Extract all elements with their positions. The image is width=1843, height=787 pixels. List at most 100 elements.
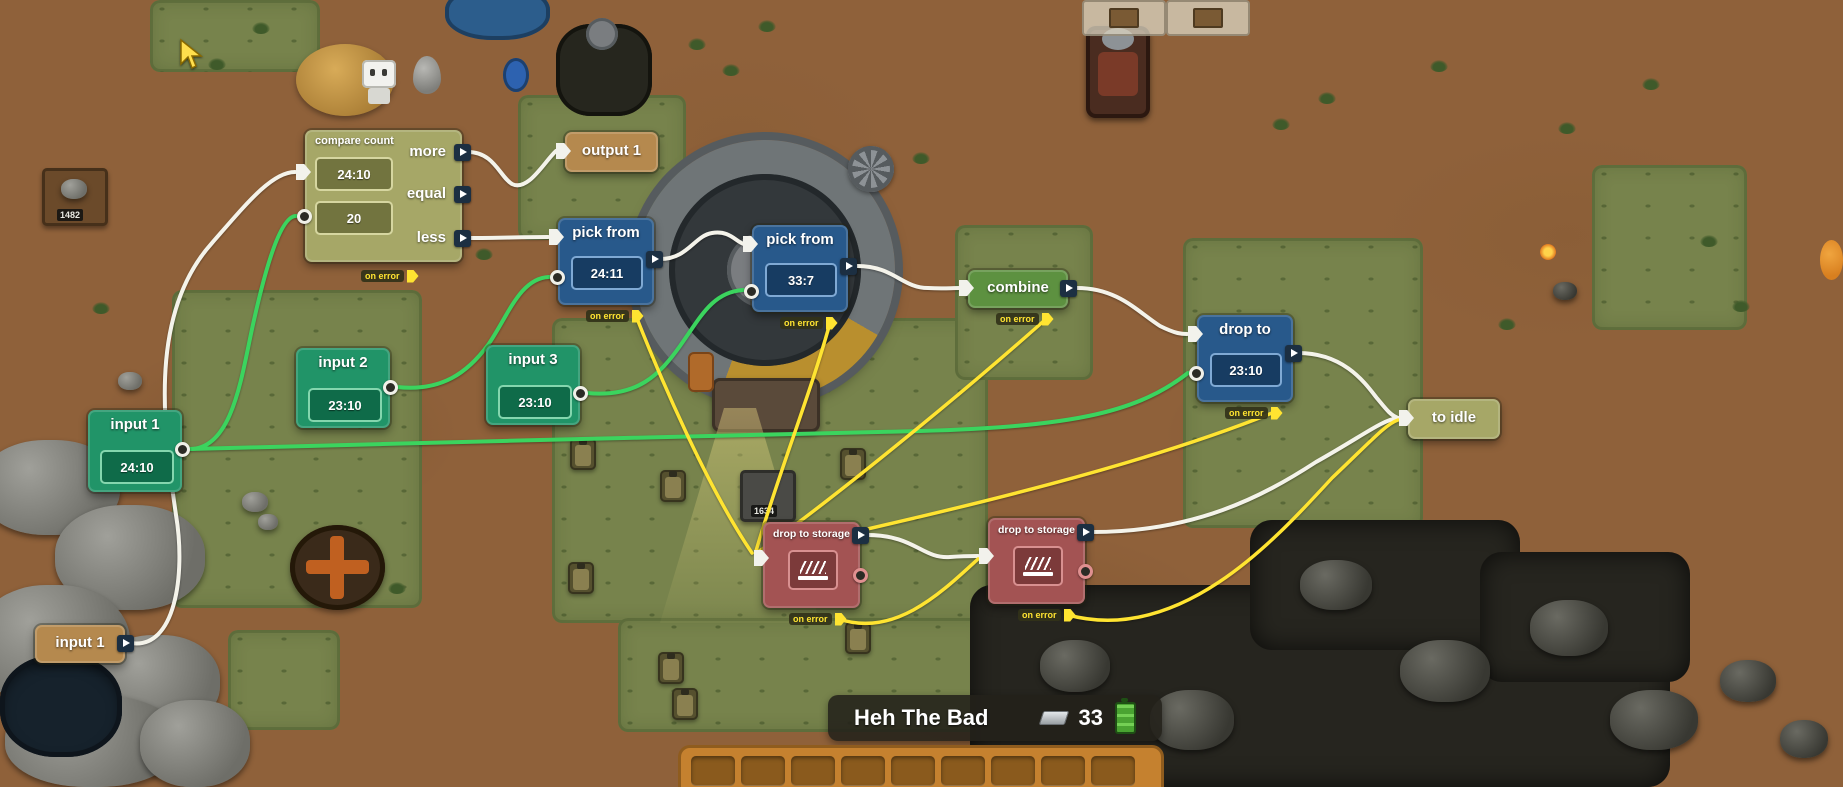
register-value[interactable]: 24:10 [315,157,393,191]
exec-out-port[interactable] [852,527,869,544]
on-error-port[interactable]: on error [1225,406,1283,420]
node-to-idle[interactable]: to idle [1399,399,1500,439]
data-in-port[interactable] [297,209,312,224]
exec-in-port[interactable] [549,229,564,245]
data-in-port[interactable] [744,284,759,299]
output-label-equal: equal [406,185,446,202]
hotbar-slot[interactable] [1041,756,1085,786]
register-value[interactable]: 23:10 [498,385,572,419]
exec-out-port[interactable] [646,251,663,268]
data-port[interactable] [1078,564,1093,579]
output-label-more: more [409,143,446,160]
robot-unit[interactable] [660,470,686,502]
robot-unit[interactable] [672,688,698,720]
hotbar-slot[interactable] [991,756,1035,786]
node-drop-to[interactable]: drop to 23:10 on error [1188,315,1302,420]
grass-patch [150,0,320,72]
node-title: drop to storage [772,528,850,540]
node-title: drop to [1219,321,1271,338]
hotbar-slot[interactable] [741,756,785,786]
data-in-port[interactable] [550,270,565,285]
rock [1150,690,1234,750]
storage-crate[interactable]: 1634 [740,470,796,522]
on-error-port[interactable]: on error [780,316,838,330]
robot-character[interactable] [360,60,400,106]
data-in-port[interactable] [1189,366,1204,381]
exec-in-port[interactable] [959,280,974,296]
rock [118,372,142,390]
hotbar-slot[interactable] [691,756,735,786]
node-drop-to-storage-1[interactable]: drop to storage on error [754,522,869,626]
hotbar-slot[interactable] [891,756,935,786]
on-error-arrow-icon [406,269,419,283]
rock [242,492,268,512]
node-title: input 1 [110,416,160,433]
exec-out-port[interactable] [1077,524,1094,541]
robot-unit[interactable] [658,652,684,684]
node-input-2[interactable]: input 2 23:10 [296,348,398,428]
exec-in-port[interactable] [979,548,994,564]
enemy-bot-large[interactable] [1086,26,1150,118]
node-input-1[interactable]: input 1 24:10 [88,410,190,492]
storage-crate[interactable]: 1482 [42,168,108,226]
grass-patch [1592,165,1747,330]
data-out-port[interactable] [175,442,190,457]
exec-out-port[interactable] [117,635,134,652]
hotbar-slot[interactable] [1091,756,1135,786]
exec-out-port-less[interactable] [454,230,471,247]
build-card[interactable] [1166,0,1250,36]
storage-icon-box[interactable] [788,550,838,590]
on-error-port[interactable]: on error [1018,608,1076,622]
grass-tuft [92,302,110,314]
grass-tuft [1430,60,1448,72]
node-output-1[interactable]: output 1 [556,132,658,172]
robot-unit[interactable] [570,438,596,470]
build-card[interactable] [1082,0,1166,36]
register-value[interactable]: 23:10 [1210,353,1282,387]
node-combine[interactable]: combine on error [959,270,1077,326]
exec-in-port[interactable] [743,236,758,252]
node-input-1-exec[interactable]: input 1 [35,625,134,663]
on-error-port[interactable]: on error [789,612,847,626]
data-out-port[interactable] [573,386,588,401]
unit-nameplate: Heh The Bad 33 [828,695,1162,741]
on-error-label: on error [1018,609,1061,621]
exec-out-port-equal[interactable] [454,186,471,203]
grass-tuft [1498,318,1516,330]
node-pick-from-2[interactable]: pick from 33:7 on error [743,225,857,330]
register-value[interactable]: 33:7 [765,263,837,297]
exec-out-port[interactable] [840,258,857,275]
node-input-3[interactable]: input 3 23:10 [486,345,588,425]
data-out-port[interactable] [383,380,398,395]
hotbar-slot[interactable] [841,756,885,786]
rock [1400,640,1490,702]
robot-eye [382,69,387,76]
exec-in-port[interactable] [1399,410,1414,426]
on-error-port[interactable]: on error [996,312,1054,326]
exec-in-port[interactable] [1188,326,1203,342]
register-value[interactable]: 24:10 [100,450,174,484]
on-error-port[interactable]: on error [586,309,644,323]
battery-icon [1115,698,1136,734]
node-pick-from-1[interactable]: pick from 24:11 on error [549,218,663,323]
factory-fan-icon [848,146,894,192]
storage-icon-box[interactable] [1013,546,1063,586]
robot-unit[interactable] [845,622,871,654]
exec-out-port[interactable] [1060,280,1077,297]
node-compare-count[interactable]: compare count 24:10 20 more equal less o… [296,130,471,283]
exec-in-port[interactable] [556,143,571,159]
exec-out-port-more[interactable] [454,144,471,161]
data-port[interactable] [853,568,868,583]
register-value[interactable]: 23:10 [308,388,382,422]
hotbar-slot[interactable] [941,756,985,786]
exec-out-port[interactable] [1285,345,1302,362]
exec-in-port[interactable] [296,164,311,180]
exec-in-port[interactable] [754,550,769,566]
robot-unit[interactable] [840,448,866,480]
on-error-port[interactable]: on error [361,269,419,283]
robot-unit[interactable] [568,562,594,594]
register-value[interactable]: 24:11 [571,256,643,290]
node-drop-to-storage-2[interactable]: drop to storage on error [979,518,1094,622]
hotbar-slot[interactable] [791,756,835,786]
register-value[interactable]: 20 [315,201,393,235]
